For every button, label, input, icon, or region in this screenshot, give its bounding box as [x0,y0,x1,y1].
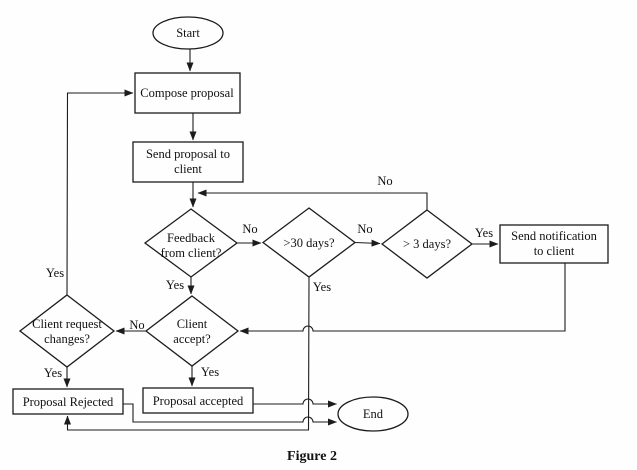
request-changes-label-line2: changes? [44,332,90,346]
edge-days3-no-return [197,189,428,210]
edge-label-changes-down-yes: Yes [44,366,62,380]
figure-caption: Figure 2 [287,449,337,464]
over3days-decision-node [380,209,474,279]
client-accept-label-line2: accept? [173,332,211,346]
end-label: End [363,407,384,421]
edge-label-changes-up-yes: Yes [46,266,64,280]
request-changes-decision-node [18,294,116,368]
send-proposal-label-line1: Send proposal to [146,147,230,161]
over30days-label: >30 days? [283,236,335,250]
feedback-label-line2: from client? [161,246,222,260]
start-label: Start [176,26,200,40]
feedback-decision-node [143,208,239,278]
edge-labels: No No No No Yes Yes Yes Yes Yes Yes [44,174,493,380]
proposal-accepted-label: Proposal accepted [153,394,244,408]
send-notification-label-line1: Send notification [511,229,597,243]
over3days-label: > 3 days? [403,237,451,251]
send-proposal-node [132,141,244,183]
edge-rejected-to-end [123,403,337,426]
edge-label-feedback-no: No [242,222,257,236]
edge-notification-to-accept [239,263,566,335]
client-accept-decision-node [144,295,240,367]
feedback-label-line1: Feedback [167,231,216,245]
send-notification-label-line2: to client [534,244,575,258]
edge-label-days30-no: No [357,222,372,236]
request-changes-label-line1: Client request [32,317,102,331]
send-notification-node [499,224,609,264]
edge-label-feedback-yes: Yes [166,278,184,292]
proposal-rejected-label: Proposal Rejected [23,395,114,409]
proposal-accepted-node [142,387,254,414]
compose-proposal-node [134,72,241,114]
nodes: Start Compose proposal Send proposal to … [12,16,609,432]
edge-label-days3-no: No [377,174,392,188]
end-node [337,396,409,432]
start-node [152,16,224,50]
edges [63,49,566,431]
edge-label-accept-yes: Yes [201,365,219,379]
send-proposal-label-line2: client [174,162,202,176]
client-accept-label-line1: Client [177,317,208,331]
edge-label-days30-yes: Yes [313,280,331,294]
edge-days30-yes-to-rejected [64,276,310,431]
edge-accepted-to-end [253,398,337,408]
edge-changes-yes-to-compose [66,89,134,296]
over30days-decision-node [261,207,357,278]
proposal-rejected-node [12,388,124,415]
edge-label-days3-yes: Yes [475,226,493,240]
edge-label-accept-no: No [129,318,144,332]
edge-days30-no-to-days3 [354,239,381,247]
compose-proposal-label: Compose proposal [140,86,234,100]
